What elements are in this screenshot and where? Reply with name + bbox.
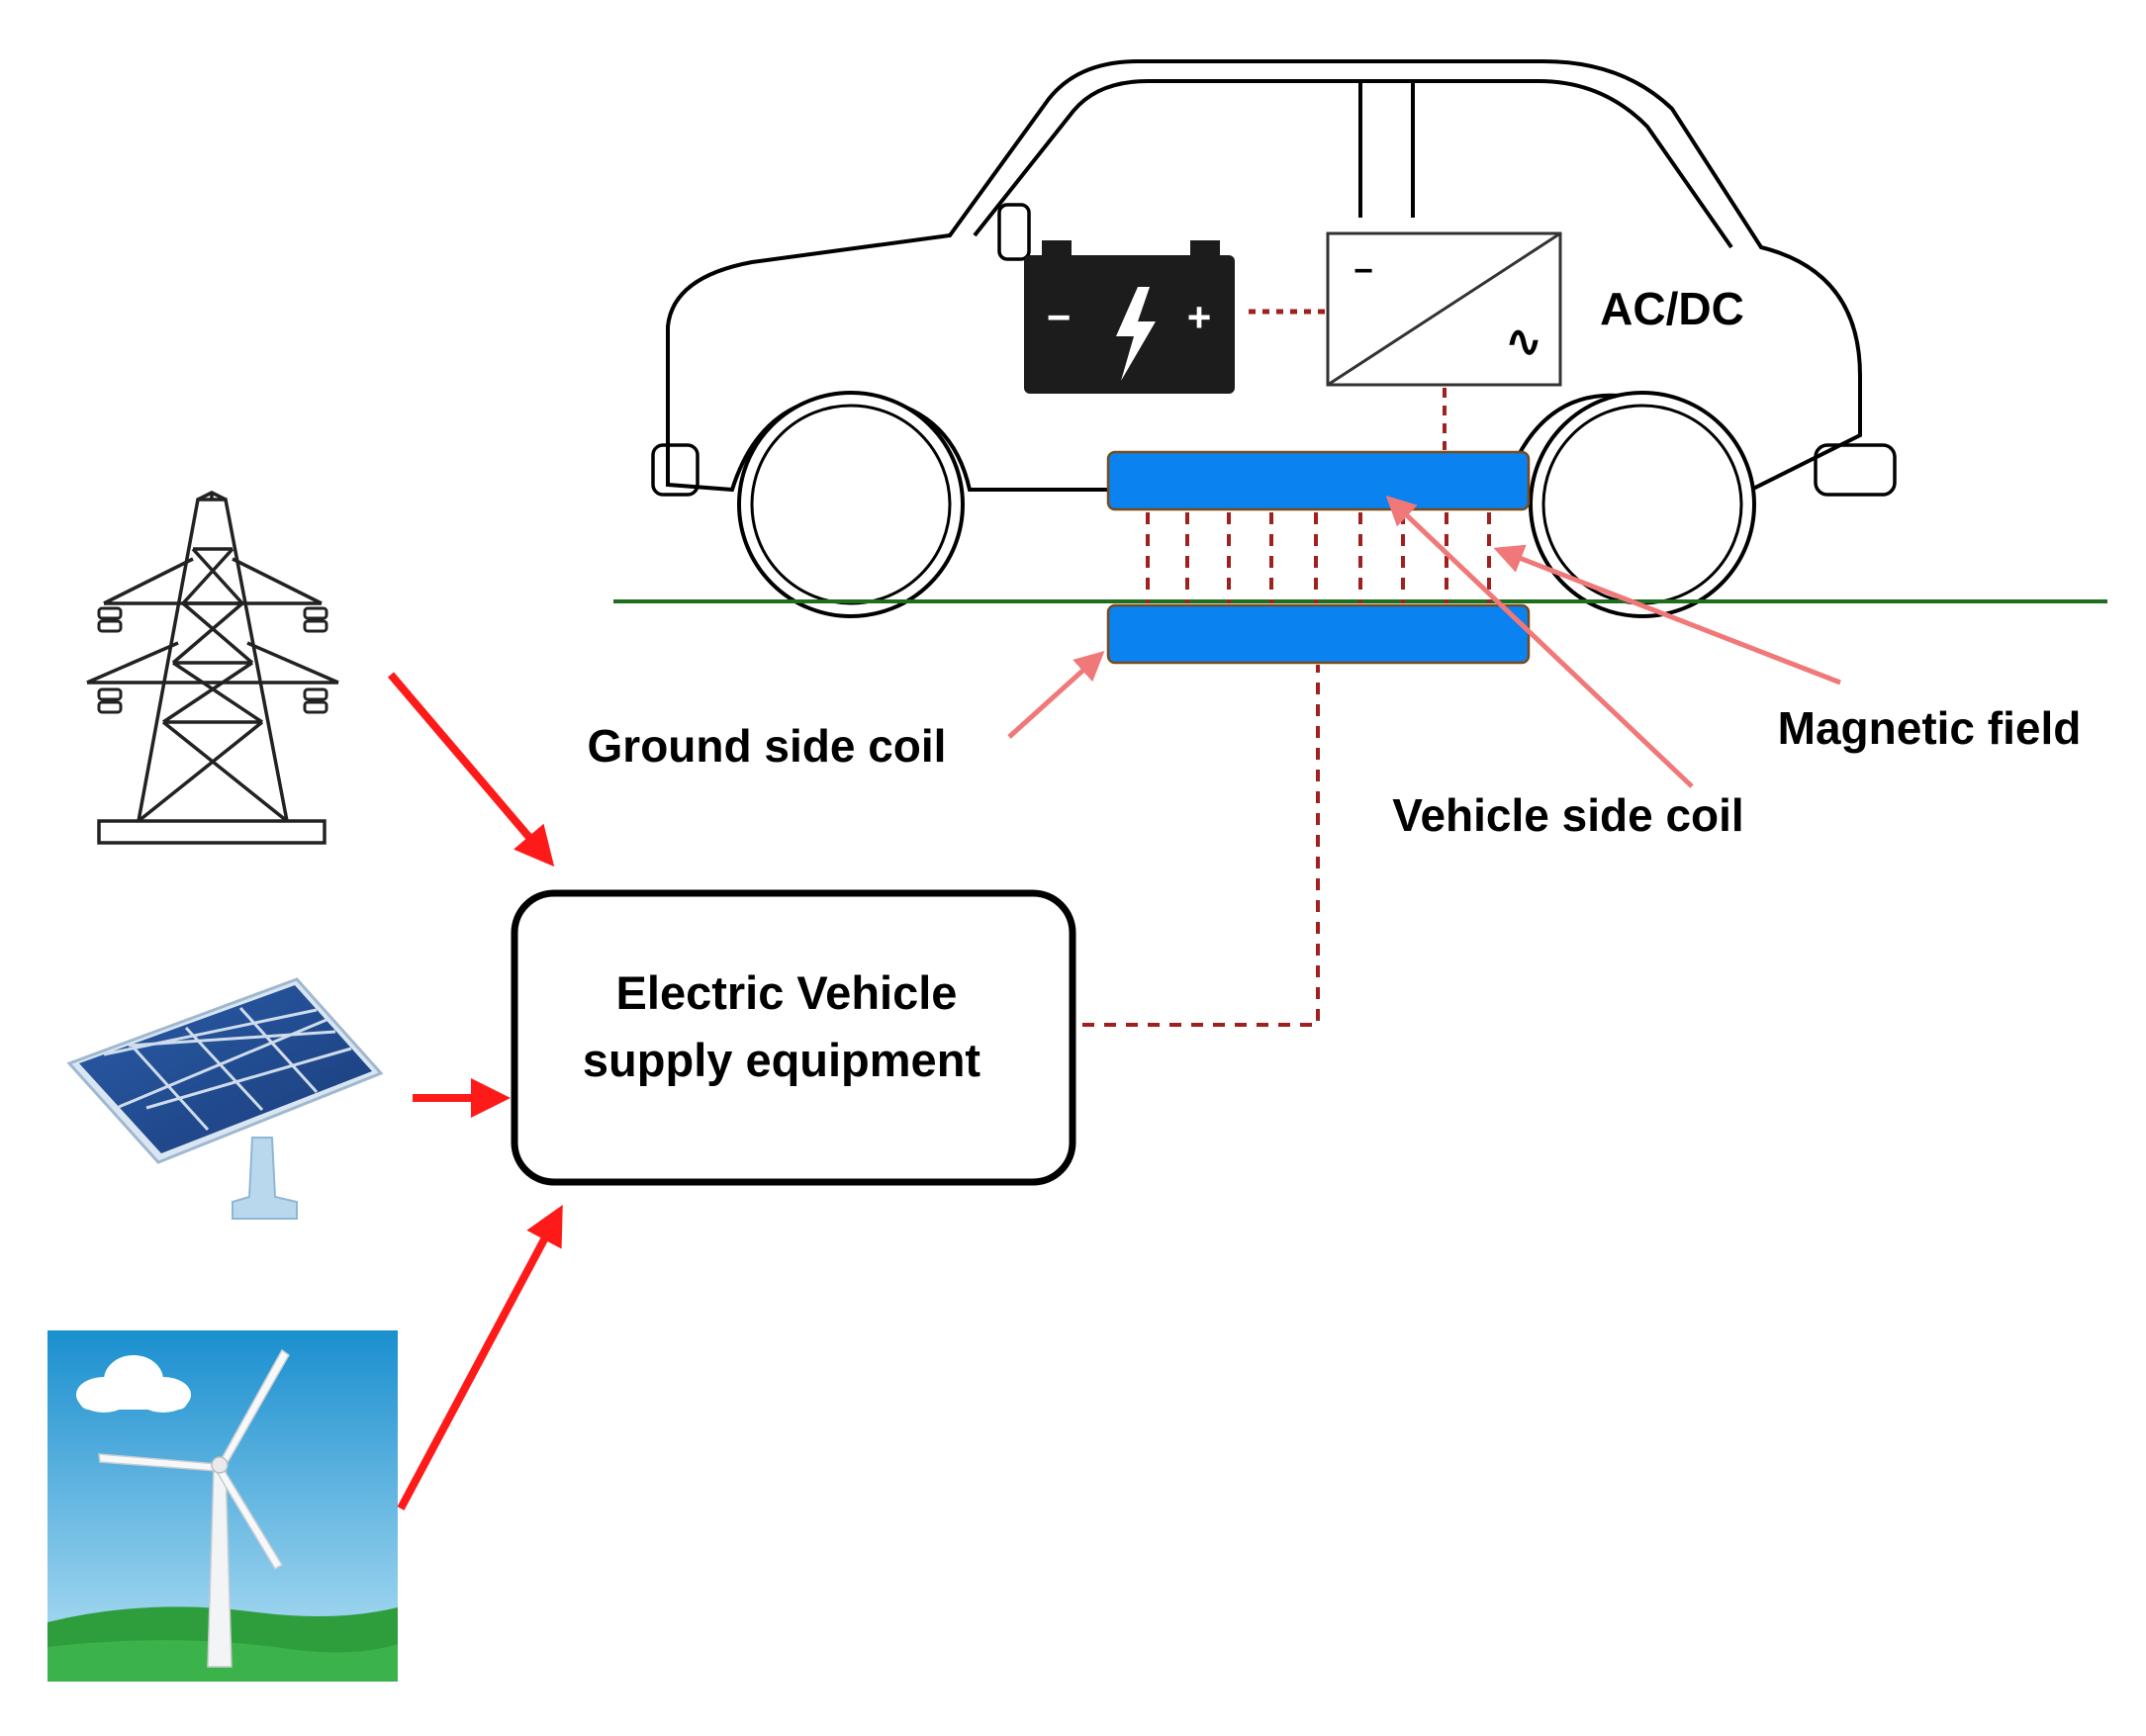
battery-icon: − +: [1024, 240, 1235, 394]
converter-dc-symbol: −: [1353, 252, 1373, 290]
solar-panel-icon: [66, 977, 384, 1220]
rear-bumper: [651, 443, 700, 497]
wind-power-arrow: [397, 1204, 563, 1510]
vehicle-side-coil: [1106, 450, 1531, 511]
front-bumper: [1814, 443, 1897, 497]
cloud-icon: [76, 1355, 191, 1413]
power-tower-icon: [86, 491, 339, 845]
battery-minus: −: [1047, 294, 1072, 340]
car-icon: [651, 59, 1897, 618]
converter-ac-symbol: ∿: [1506, 318, 1542, 366]
magnetic-field-pointer: [1493, 544, 1841, 685]
grid-power-arrow: [387, 672, 555, 868]
vehicle-coil-pointer: [1385, 495, 1694, 788]
ground-side-coil: [1106, 603, 1531, 665]
wind-turbine-icon: [47, 1330, 398, 1682]
magnetic-field-lines: [1146, 512, 1491, 603]
car-roof-inner: [973, 79, 1733, 249]
lightning-bolt-icon: [1116, 287, 1156, 381]
supply-coil-wire: [1082, 665, 1320, 1027]
battery-plus: +: [1187, 294, 1212, 340]
supply-equipment-box: [511, 889, 1076, 1186]
supply-equipment-label-line1: Electric Vehicle: [616, 966, 958, 1019]
supply-equipment-label-line2: supply equipment: [583, 1034, 980, 1086]
magnetic-field-label: Magnetic field: [1778, 702, 2082, 754]
ground-coil-label: Ground side coil: [588, 720, 947, 772]
vehicle-coil-label: Vehicle side coil: [1392, 789, 1743, 841]
converter-icon: − ∿: [1326, 231, 1562, 387]
side-mirror: [997, 203, 1031, 261]
converter-label: AC/DC: [1600, 283, 1744, 334]
ground-coil-pointer: [1007, 650, 1105, 739]
